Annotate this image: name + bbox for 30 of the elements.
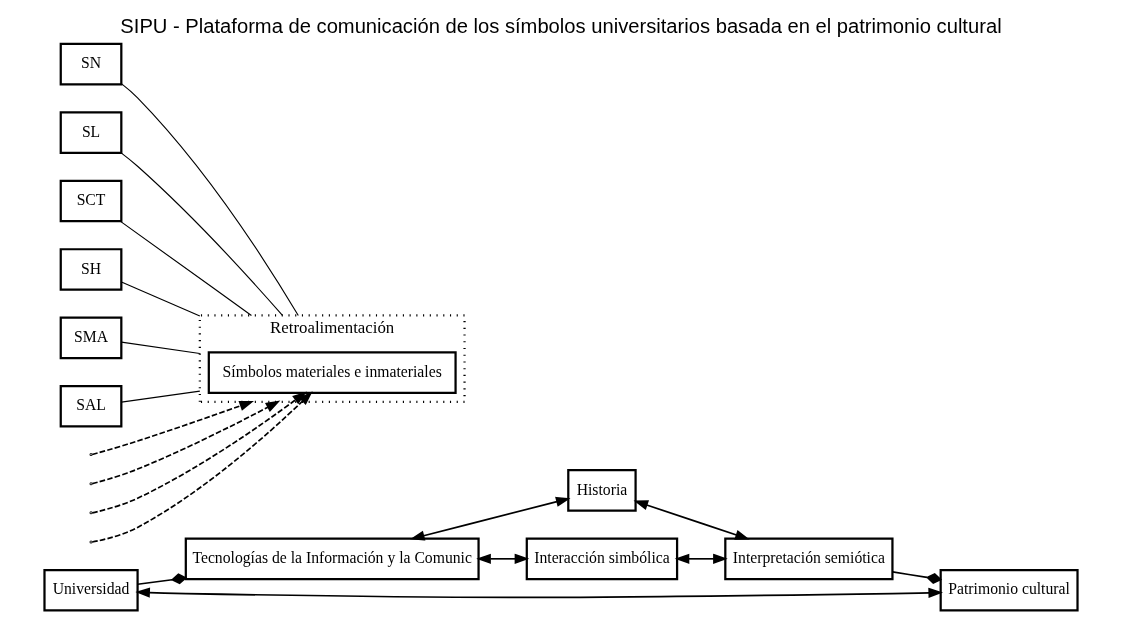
node-box: Interpretación semiótica — [723, 537, 894, 581]
node-box: Interacción simbólica — [525, 537, 678, 581]
connector — [119, 220, 252, 316]
arrow — [633, 500, 750, 540]
arrow — [90, 400, 280, 485]
connector — [120, 281, 200, 317]
node-box: SL — [59, 111, 122, 154]
node-box: SN — [59, 42, 122, 86]
arrow — [90, 400, 254, 456]
node-box: SH — [59, 248, 122, 291]
connector — [136, 573, 187, 586]
arrow — [409, 496, 570, 541]
connector — [120, 152, 283, 316]
connector — [120, 83, 299, 316]
node-box: Símbolos materiales e inmateriales — [207, 351, 457, 394]
node-box: Patrimonio cultural — [939, 568, 1079, 612]
node-box: SAL — [59, 384, 122, 428]
arrow — [674, 553, 728, 564]
node-box: Universidad — [42, 568, 139, 612]
node-box: SCT — [59, 179, 122, 223]
diagram-title: SIPU - Plataforma de comunicación de los símbolos universitarios basada en el patrimonio cultural — [119, 15, 1002, 38]
connector — [120, 341, 200, 355]
arrow — [90, 391, 313, 514]
node-box: Historia — [566, 469, 637, 512]
connector — [120, 390, 200, 403]
connector — [891, 571, 942, 584]
arrow — [475, 553, 529, 564]
arrow — [134, 587, 943, 599]
node-box: Tecnologías de la Información y la Comunic — [184, 537, 480, 581]
node-box: SMA — [59, 316, 122, 360]
